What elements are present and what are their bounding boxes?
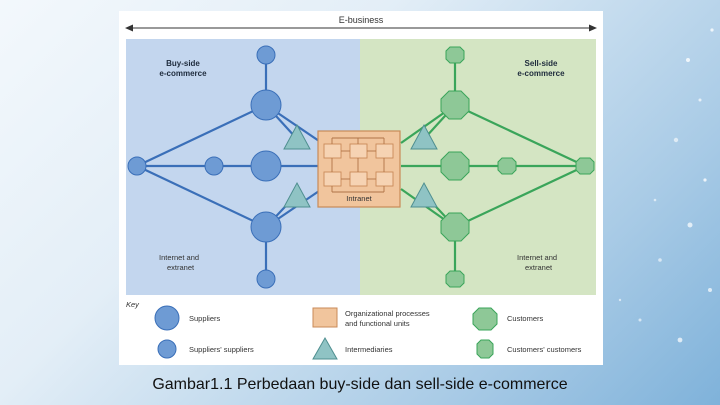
buy-side-label-line1: Buy-side — [166, 59, 200, 68]
buy-side-label-line2: e-commerce — [159, 69, 207, 78]
ebusiness-figure: E-business — [119, 11, 603, 365]
sell-side-label-line2: e-commerce — [517, 69, 565, 78]
customer-node — [440, 212, 470, 242]
customer-node — [440, 151, 470, 181]
supplier-node — [250, 211, 282, 243]
internet-extranet-right-line1: Internet and — [517, 253, 557, 262]
legend: Key Suppliers Suppliers' suppliers Organ… — [126, 300, 582, 360]
legend-title: Key — [126, 300, 140, 309]
customer-node — [440, 90, 470, 120]
legend-suppliers: Suppliers — [189, 314, 221, 323]
customers-customer-node — [445, 270, 465, 288]
legend-intermediaries: Intermediaries — [345, 345, 393, 354]
legend-customers: Customers — [507, 314, 544, 323]
suppliers-supplier-node — [127, 156, 147, 176]
internet-extranet-left-line1: Internet and — [159, 253, 199, 262]
intermediary-node — [410, 181, 438, 208]
internet-extranet-right-line2: extranet — [525, 263, 553, 272]
legend-org-symbol — [312, 307, 338, 328]
supplier-node — [250, 150, 282, 182]
customers-customer-node — [445, 46, 465, 64]
legend-suppliers-suppliers: Suppliers' suppliers — [189, 345, 254, 354]
figure-caption: Gambar1.1 Perbedaan buy-side dan sell-si… — [152, 376, 568, 393]
customers-customer-node — [497, 157, 517, 175]
ebusiness-label: E-business — [339, 15, 384, 25]
intermediary-node — [283, 123, 311, 150]
sell-side-label-line1: Sell-side — [525, 59, 558, 68]
arrow-head-left — [125, 24, 133, 32]
intermediary-node — [283, 181, 311, 208]
intranet-label: Intranet — [346, 194, 372, 203]
customers-customer-node — [575, 157, 595, 175]
suppliers-supplier-node — [256, 269, 276, 289]
arrow-head-right — [589, 24, 597, 32]
legend-customer-symbol — [472, 307, 498, 331]
legend-intermediary-symbol — [312, 336, 338, 360]
ebusiness-diagram: E-business — [125, 14, 597, 360]
legend-org-line2: and functional units — [345, 319, 410, 328]
intermediary-node — [410, 123, 438, 150]
legend-customers-customers: Customers' customers — [507, 345, 582, 354]
legend-supplier-symbol — [154, 305, 180, 331]
suppliers-supplier-node — [256, 45, 276, 65]
internet-extranet-left-line2: extranet — [167, 263, 195, 272]
legend-suppliers-supplier-symbol — [157, 339, 177, 359]
intranet-block: Intranet — [317, 130, 401, 208]
supplier-node — [250, 89, 282, 121]
legend-customers-customer-symbol — [476, 339, 494, 359]
label-background — [334, 14, 388, 26]
legend-org-line1: Organizational processes — [345, 309, 430, 318]
suppliers-supplier-node — [204, 156, 224, 176]
